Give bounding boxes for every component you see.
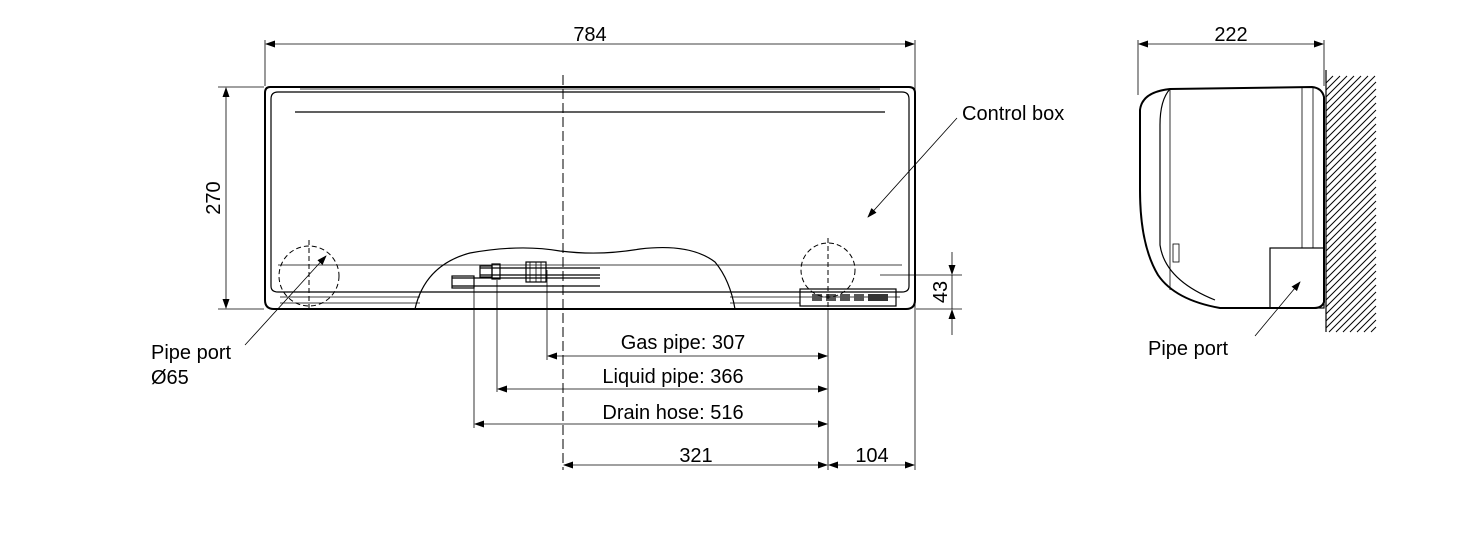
pipe-fittings xyxy=(451,261,600,289)
hatch-line xyxy=(1325,75,1334,84)
control-box-leader xyxy=(867,117,958,218)
hatch-line xyxy=(1325,144,1377,196)
hatch-line xyxy=(1325,151,1377,203)
hatch-line xyxy=(1325,75,1348,98)
hatch-line xyxy=(1325,116,1377,168)
hatch-line xyxy=(1325,158,1377,210)
hatch-line xyxy=(1325,109,1377,161)
hatch-line xyxy=(1325,130,1377,182)
side-unit-outline xyxy=(1139,85,1325,309)
hatch-line xyxy=(1325,235,1377,287)
hatch-line xyxy=(1370,326,1377,333)
dim-104-label: 104 xyxy=(855,445,888,467)
hatch-line xyxy=(1325,81,1377,133)
terminal-block xyxy=(840,294,850,301)
side-pipe-port-leader xyxy=(1254,281,1301,337)
hatch-line xyxy=(1325,75,1341,91)
gas-pipe-label: Gas pipe: 307 xyxy=(621,332,746,354)
hatch-line xyxy=(1325,256,1377,308)
dim-43-label: 43 xyxy=(930,281,952,303)
terminal-block xyxy=(854,294,864,301)
hatch-line xyxy=(1325,186,1377,238)
hatch-line xyxy=(1325,88,1377,140)
hatch-line xyxy=(1325,193,1377,245)
pipe-port-leader xyxy=(244,255,327,346)
hatch-line xyxy=(1325,172,1377,224)
hatch-line xyxy=(1335,291,1377,333)
hatch-line xyxy=(1325,228,1377,280)
side-pipe-port xyxy=(1269,247,1325,309)
hatch-line xyxy=(1325,200,1377,252)
hatch-line xyxy=(1325,165,1377,217)
dim-784-label: 784 xyxy=(573,24,606,46)
hatch-line xyxy=(1356,312,1377,333)
dim-270-label: 270 xyxy=(203,181,225,214)
wall-hatch xyxy=(1325,75,1377,333)
hatch-line xyxy=(1325,270,1377,322)
front-panel xyxy=(270,91,910,293)
hatch-line xyxy=(1325,221,1377,273)
hatch-line xyxy=(1325,207,1377,259)
hatch-line xyxy=(1349,305,1377,333)
hatch-line xyxy=(1325,242,1377,294)
pipe-port-diameter: Ø65 xyxy=(151,367,189,389)
liquid-pipe-label: Liquid pipe: 366 xyxy=(602,366,743,388)
hatch-line xyxy=(1325,75,1362,112)
side-view: 222 Pipe port xyxy=(1137,24,1377,360)
hatch-line xyxy=(1325,249,1377,301)
front-view: 784 270 43 Gas pipe: 307 Liquid pipe: 36… xyxy=(151,24,1064,470)
hatch-line xyxy=(1325,263,1377,315)
pipe-cover-hump xyxy=(414,246,736,310)
terminal-block xyxy=(826,294,836,301)
hatch-line xyxy=(1363,319,1377,333)
pipe-port-label: Pipe port xyxy=(151,342,231,364)
hatch-line xyxy=(1325,75,1369,119)
hatch-line xyxy=(1325,123,1377,175)
hatch-line xyxy=(1325,214,1377,266)
side-pipe-port-label: Pipe port xyxy=(1148,338,1228,360)
hatch-line xyxy=(1325,179,1377,231)
hatch-line xyxy=(1325,75,1376,126)
hatch-line xyxy=(1325,277,1377,329)
drain-hose-label: Drain hose: 516 xyxy=(602,402,743,424)
hatch-line xyxy=(1328,284,1377,333)
control-box-terminal xyxy=(799,288,897,307)
hatch-line xyxy=(1325,75,1355,105)
terminal-block xyxy=(812,294,822,301)
hatch-line xyxy=(1342,298,1377,333)
dim-222-label: 222 xyxy=(1214,24,1247,46)
side-front-panel xyxy=(1159,88,1216,301)
hatch-line xyxy=(1325,137,1377,189)
terminal-block xyxy=(868,294,888,301)
control-box-label: Control box xyxy=(962,103,1064,125)
hatch-line xyxy=(1325,102,1377,154)
unit-outline xyxy=(264,86,916,310)
pipe-port-left xyxy=(278,245,340,307)
dim-321-label: 321 xyxy=(679,445,712,467)
hatch-line xyxy=(1325,95,1377,147)
